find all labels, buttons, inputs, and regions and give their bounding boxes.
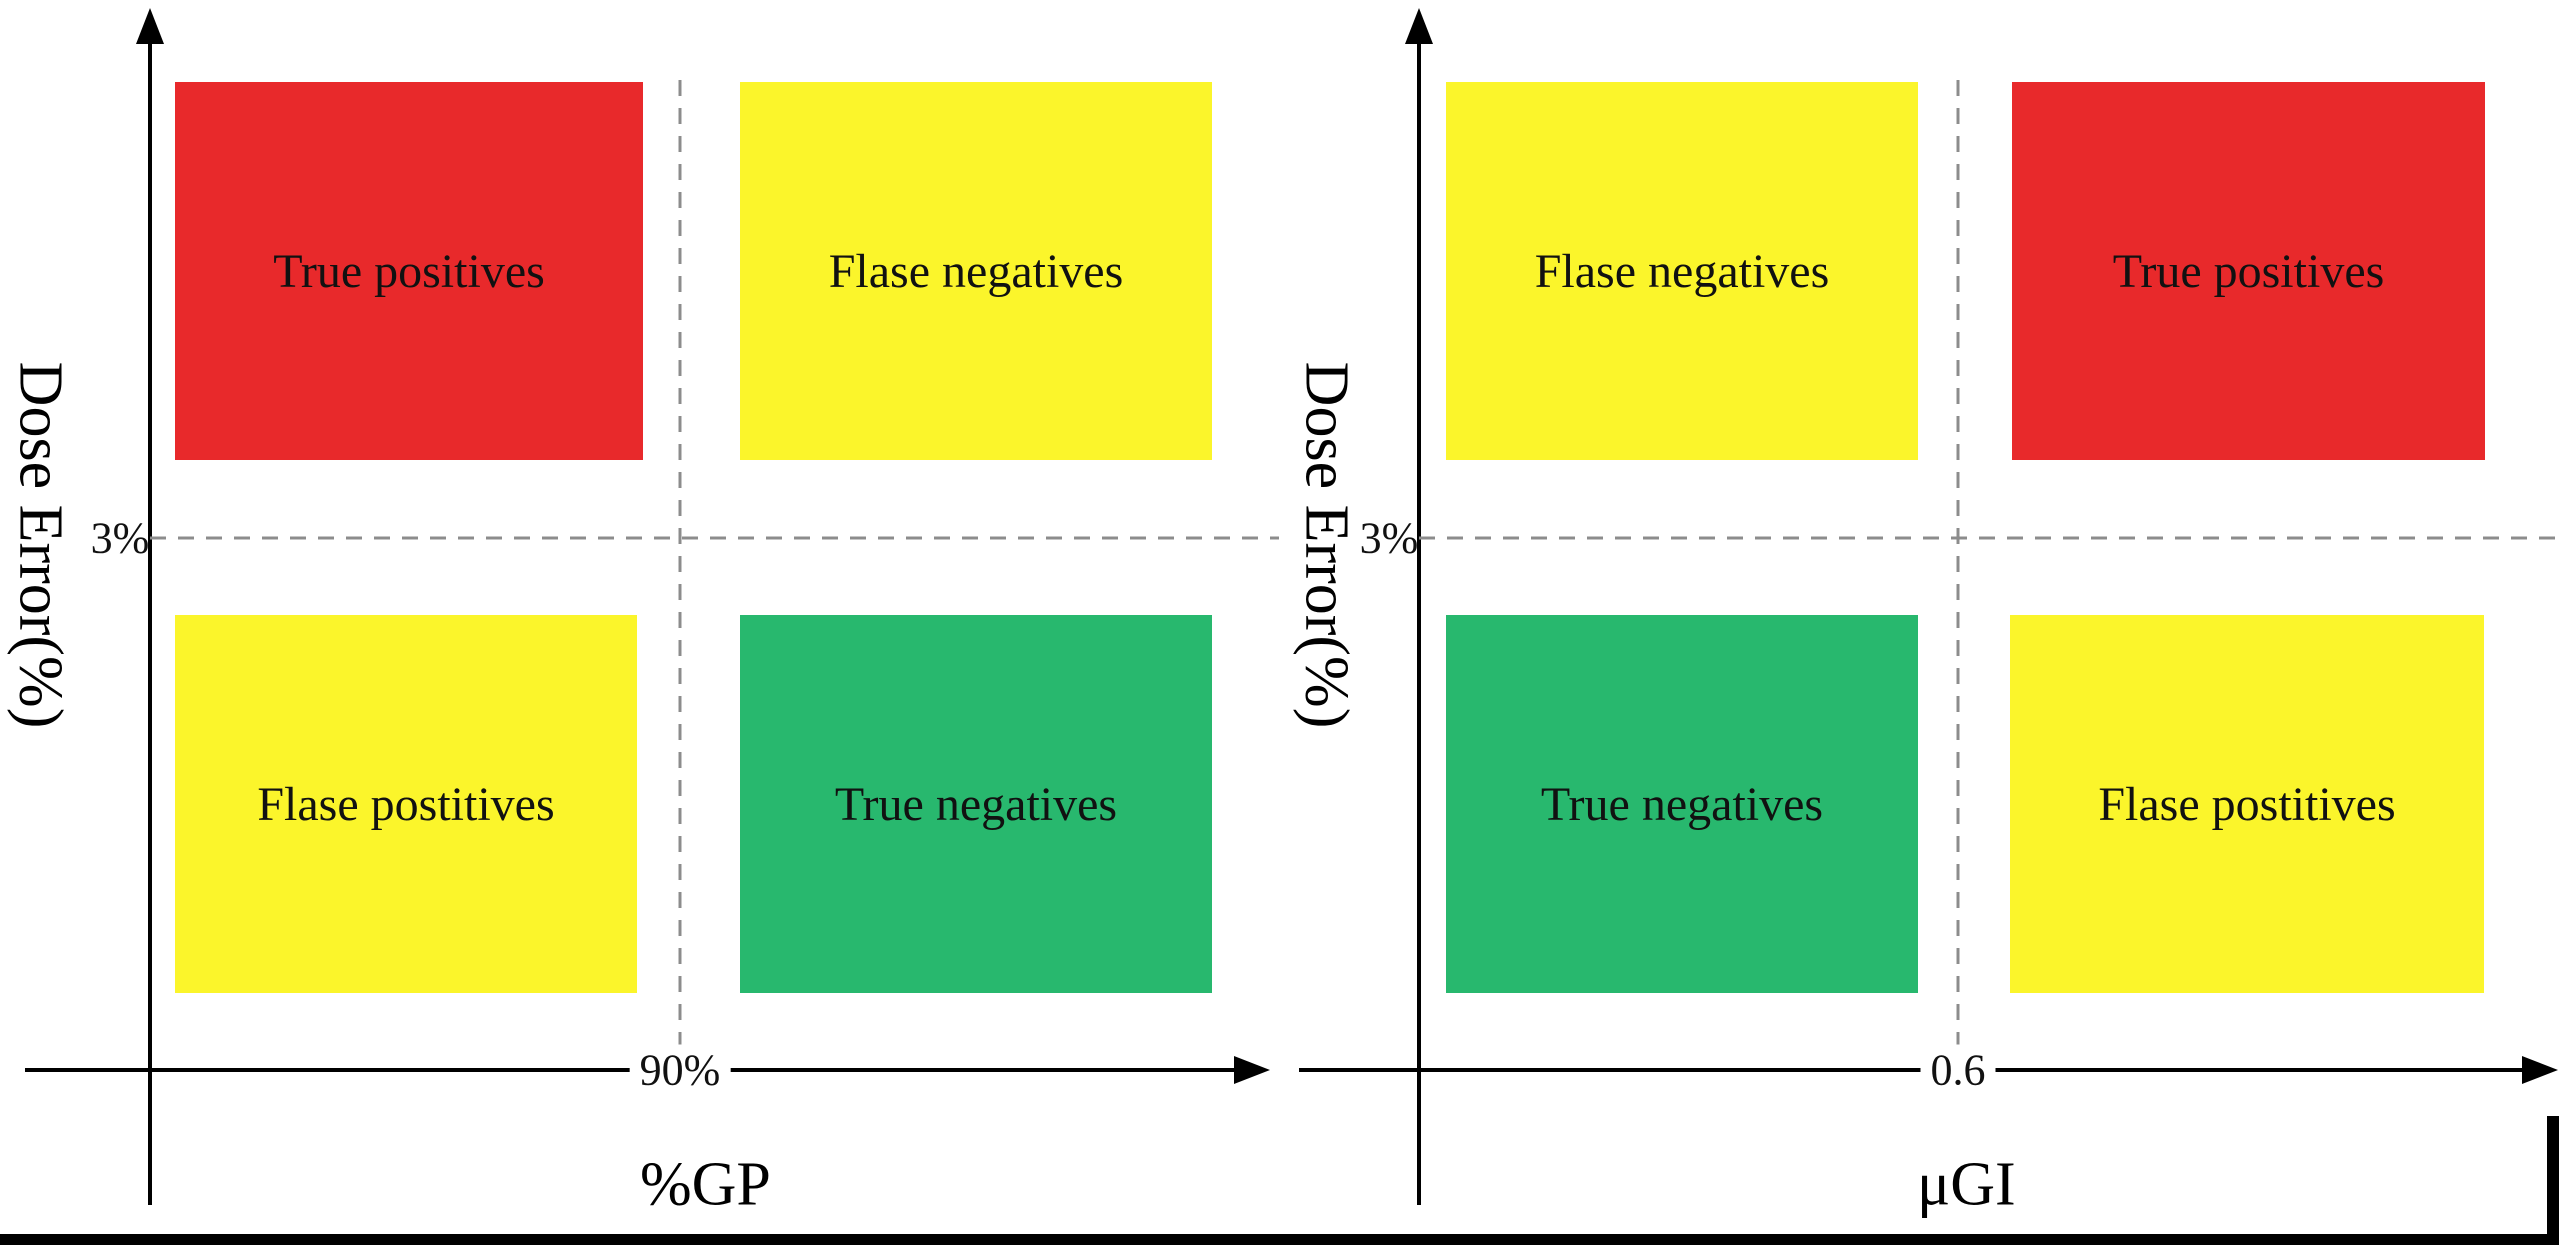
right-y-axis-label: Dose Error(%) (1292, 361, 1361, 729)
left-y-threshold-label: 3% (90, 513, 150, 563)
right-y-axis-arrowhead (1405, 8, 1433, 44)
right-panel: Flase negatives True positives True nega… (1279, 0, 2558, 1245)
right-quadrant-top-right: True positives (2012, 82, 2485, 460)
left-quadrant-top-right: Flase negatives (740, 82, 1212, 460)
right-y-threshold-label: 3% (1359, 513, 1419, 563)
left-panel: True positives Flase negatives Flase pos… (0, 0, 1279, 1245)
right-quadrant-top-right-label: True positives (2112, 244, 2385, 298)
right-x-axis-arrowhead (2522, 1056, 2558, 1084)
left-x-axis-arrowhead (1234, 1056, 1270, 1084)
right-quadrant-bottom-left: True negatives (1446, 615, 1918, 993)
left-x-threshold-label: 90% (629, 1044, 731, 1096)
left-quadrant-top-right-label: Flase negatives (828, 244, 1124, 298)
left-y-axis-label: Dose Error(%) (6, 361, 75, 729)
right-quadrant-bottom-right-label: Flase postitives (2098, 777, 2396, 831)
left-y-axis-arrowhead (136, 8, 164, 44)
left-quadrant-top-left-label: True positives (273, 244, 545, 298)
left-quadrant-bottom-left: Flase postitives (175, 615, 637, 993)
left-quadrant-top-left: True positives (175, 82, 643, 460)
right-quadrant-bottom-left-label: True negatives (1540, 777, 1824, 831)
right-x-threshold-label: 0.6 (1920, 1044, 1996, 1096)
left-x-axis-label: %GP (640, 1150, 771, 1219)
right-quadrant-top-left-label: Flase negatives (1534, 244, 1830, 298)
right-quadrant-bottom-right: Flase postitives (2010, 615, 2484, 993)
right-x-axis-label: μGI (1917, 1150, 2016, 1219)
left-quadrant-bottom-right-label: True negatives (834, 777, 1118, 831)
left-quadrant-bottom-right: True negatives (740, 615, 1212, 993)
right-quadrant-top-left: Flase negatives (1446, 82, 1918, 460)
left-quadrant-bottom-left-label: Flase postitives (257, 777, 555, 831)
right-axes-svg (1299, 8, 2558, 1205)
bottom-border-bar (0, 1234, 2559, 1245)
right-border-bar (2547, 1116, 2559, 1245)
